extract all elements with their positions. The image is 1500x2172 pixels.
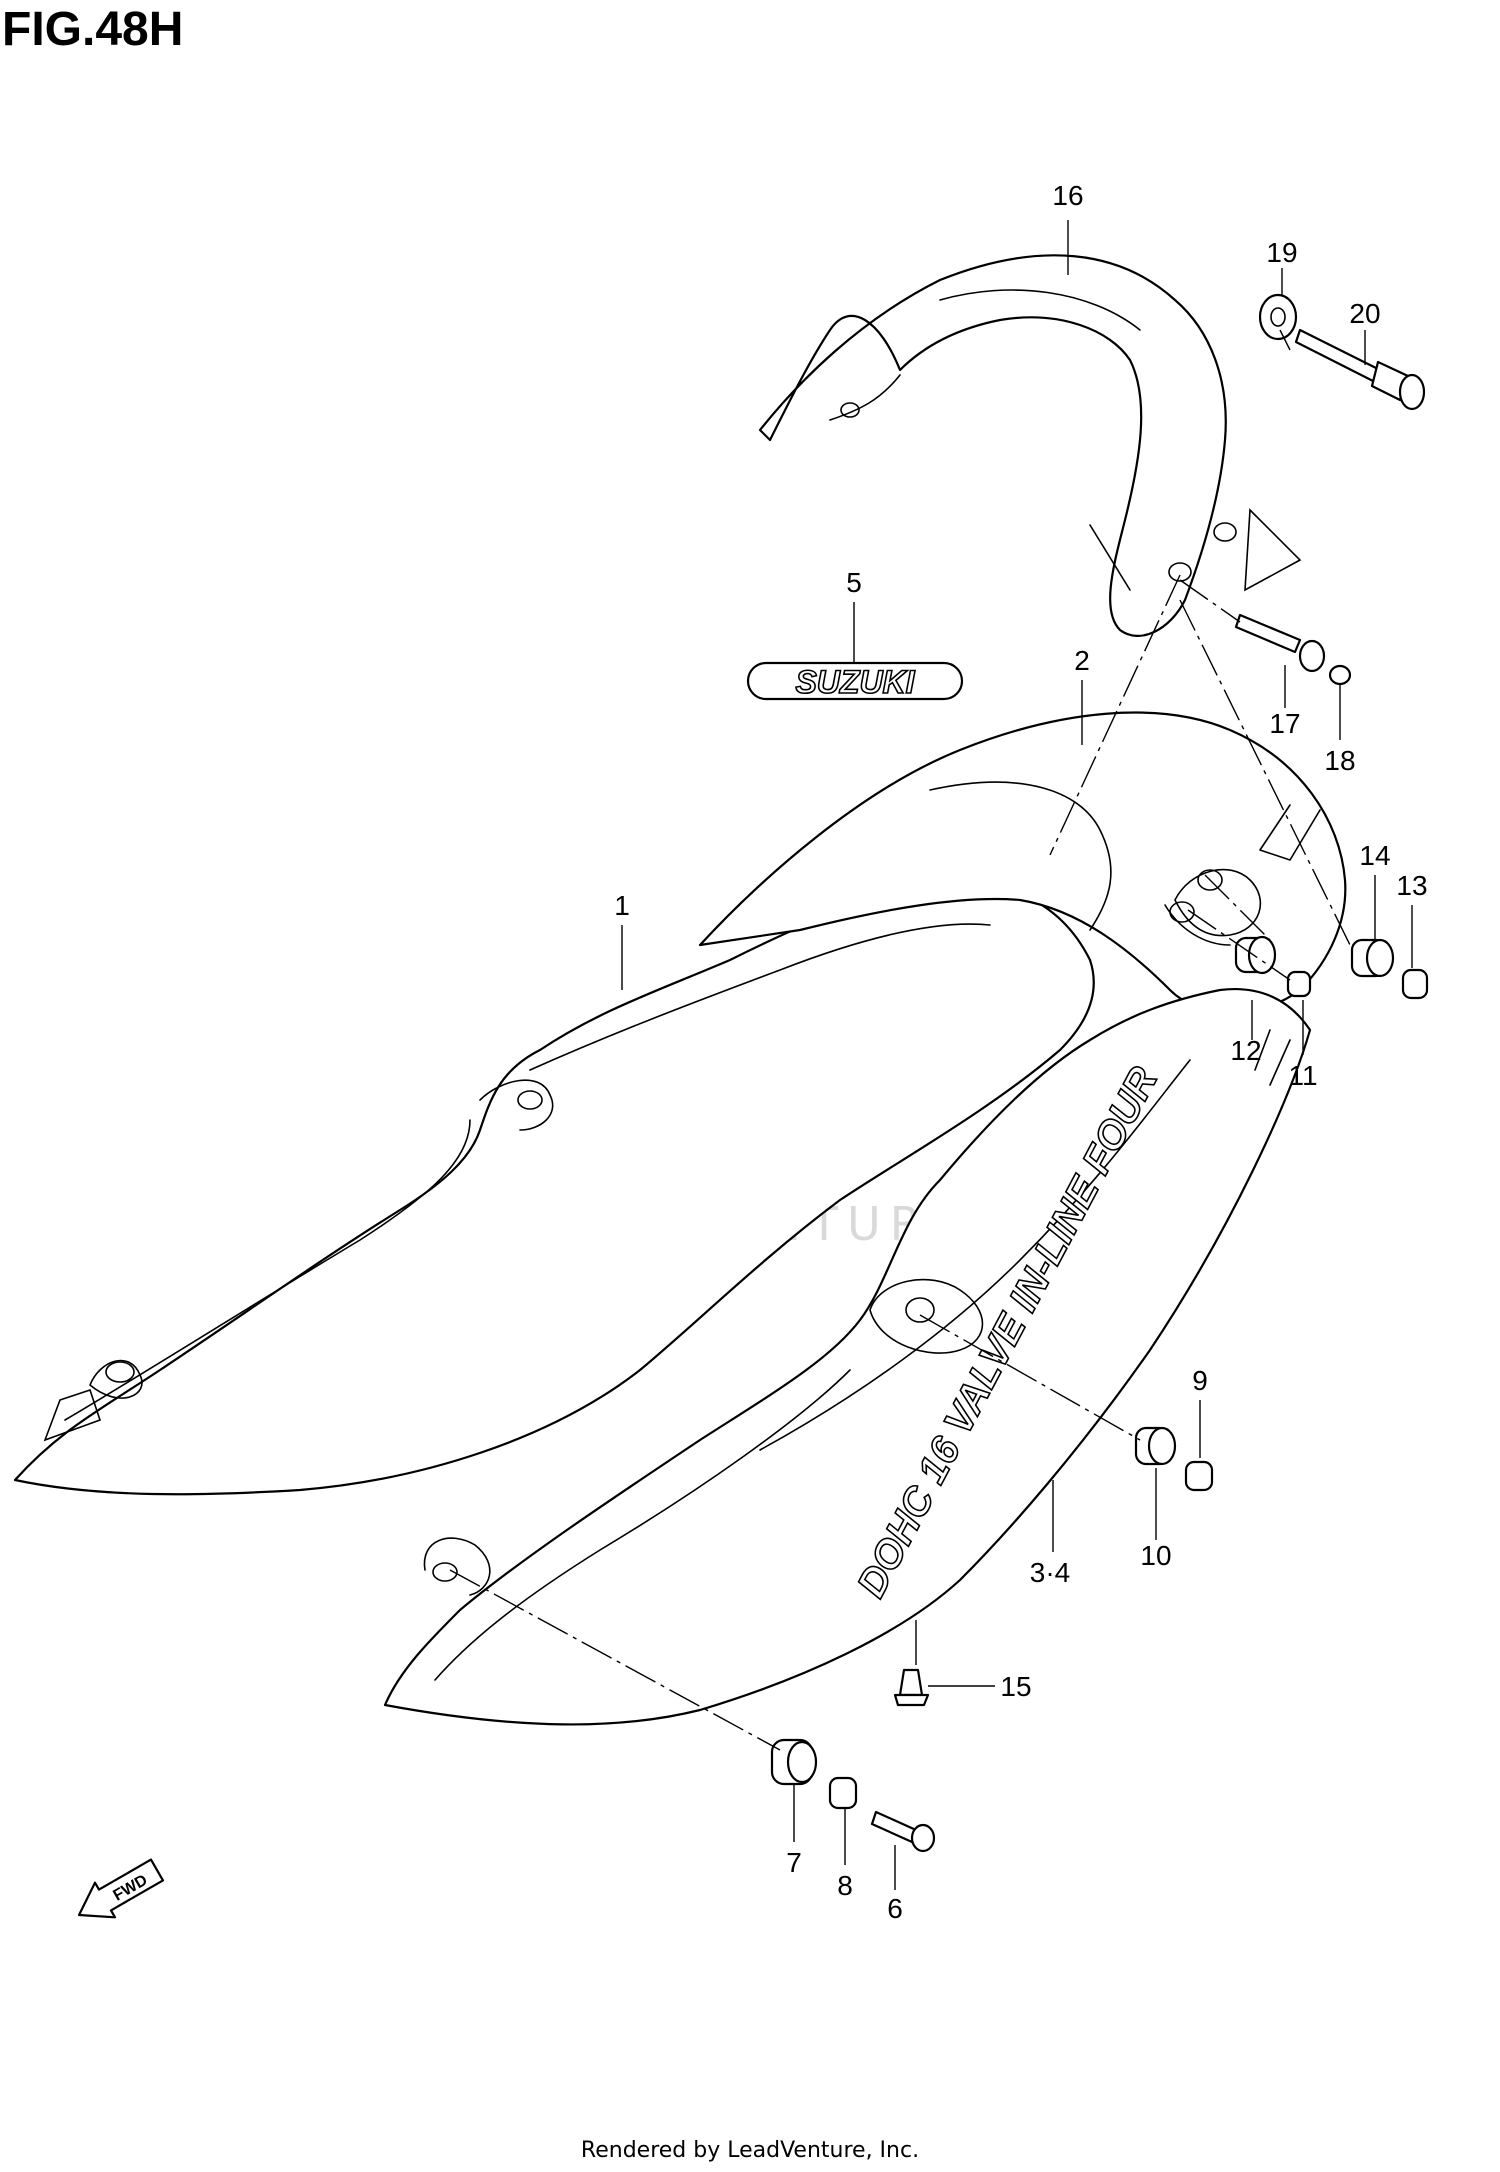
callout-3-4: 3·4 [1030, 1557, 1070, 1588]
callout-9: 9 [1192, 1365, 1208, 1396]
callout-7: 7 [786, 1847, 802, 1878]
callout-5: 5 [846, 567, 862, 598]
callout-12: 12 [1230, 1035, 1261, 1066]
emblem-part-5: SUZUKI [746, 661, 964, 701]
grommet-part-10 [1134, 1426, 1177, 1466]
cap-part-18 [1328, 664, 1352, 686]
callout-15: 15 [1000, 1671, 1031, 1702]
collar-part-8 [828, 1776, 858, 1810]
collar-part-13 [1401, 968, 1429, 1000]
footer-credit: Rendered by LeadVenture, Inc. [580, 2138, 920, 2163]
fwd-arrow-icon: FWD [77, 1858, 165, 1919]
callout-14: 14 [1359, 840, 1390, 871]
bolt-part-17 [1234, 613, 1326, 673]
washer-part-19 [1258, 293, 1298, 341]
callout-13: 13 [1396, 870, 1427, 901]
callout-18: 18 [1324, 745, 1355, 776]
collar-part-9 [1184, 1460, 1214, 1492]
figure-title: FIG.48H [2, 3, 184, 56]
grommet-part-7 [770, 1738, 818, 1786]
assembly-lines [449, 329, 1351, 1751]
callout-1: 1 [614, 890, 630, 921]
callout-6: 6 [887, 1893, 903, 1924]
clip-part-15 [893, 1668, 930, 1707]
callout-16: 16 [1052, 180, 1083, 211]
callout-10: 10 [1140, 1540, 1171, 1571]
callout-8: 8 [837, 1870, 853, 1901]
grommet-part-12 [1234, 935, 1277, 975]
screw-part-6 [870, 1810, 936, 1853]
callout-11: 11 [1288, 1060, 1317, 1091]
seat-tail-cover-part-2 [698, 711, 1347, 1014]
emblem-text: SUZUKI [795, 664, 915, 700]
grab-rail-part-16 [758, 254, 1302, 637]
callout-17: 17 [1269, 708, 1300, 739]
collar-part-11 [1286, 970, 1312, 998]
callout-20: 20 [1349, 298, 1380, 329]
leader-lines [621, 220, 1413, 1890]
grommet-part-14 [1350, 938, 1395, 978]
bolt-part-20 [1294, 328, 1426, 411]
callout-2: 2 [1074, 645, 1090, 676]
callout-19: 19 [1266, 237, 1297, 268]
callout-labels: 1 2 3·4 5 6 7 8 9 10 11 12 13 14 15 16 1… [614, 180, 1427, 1924]
